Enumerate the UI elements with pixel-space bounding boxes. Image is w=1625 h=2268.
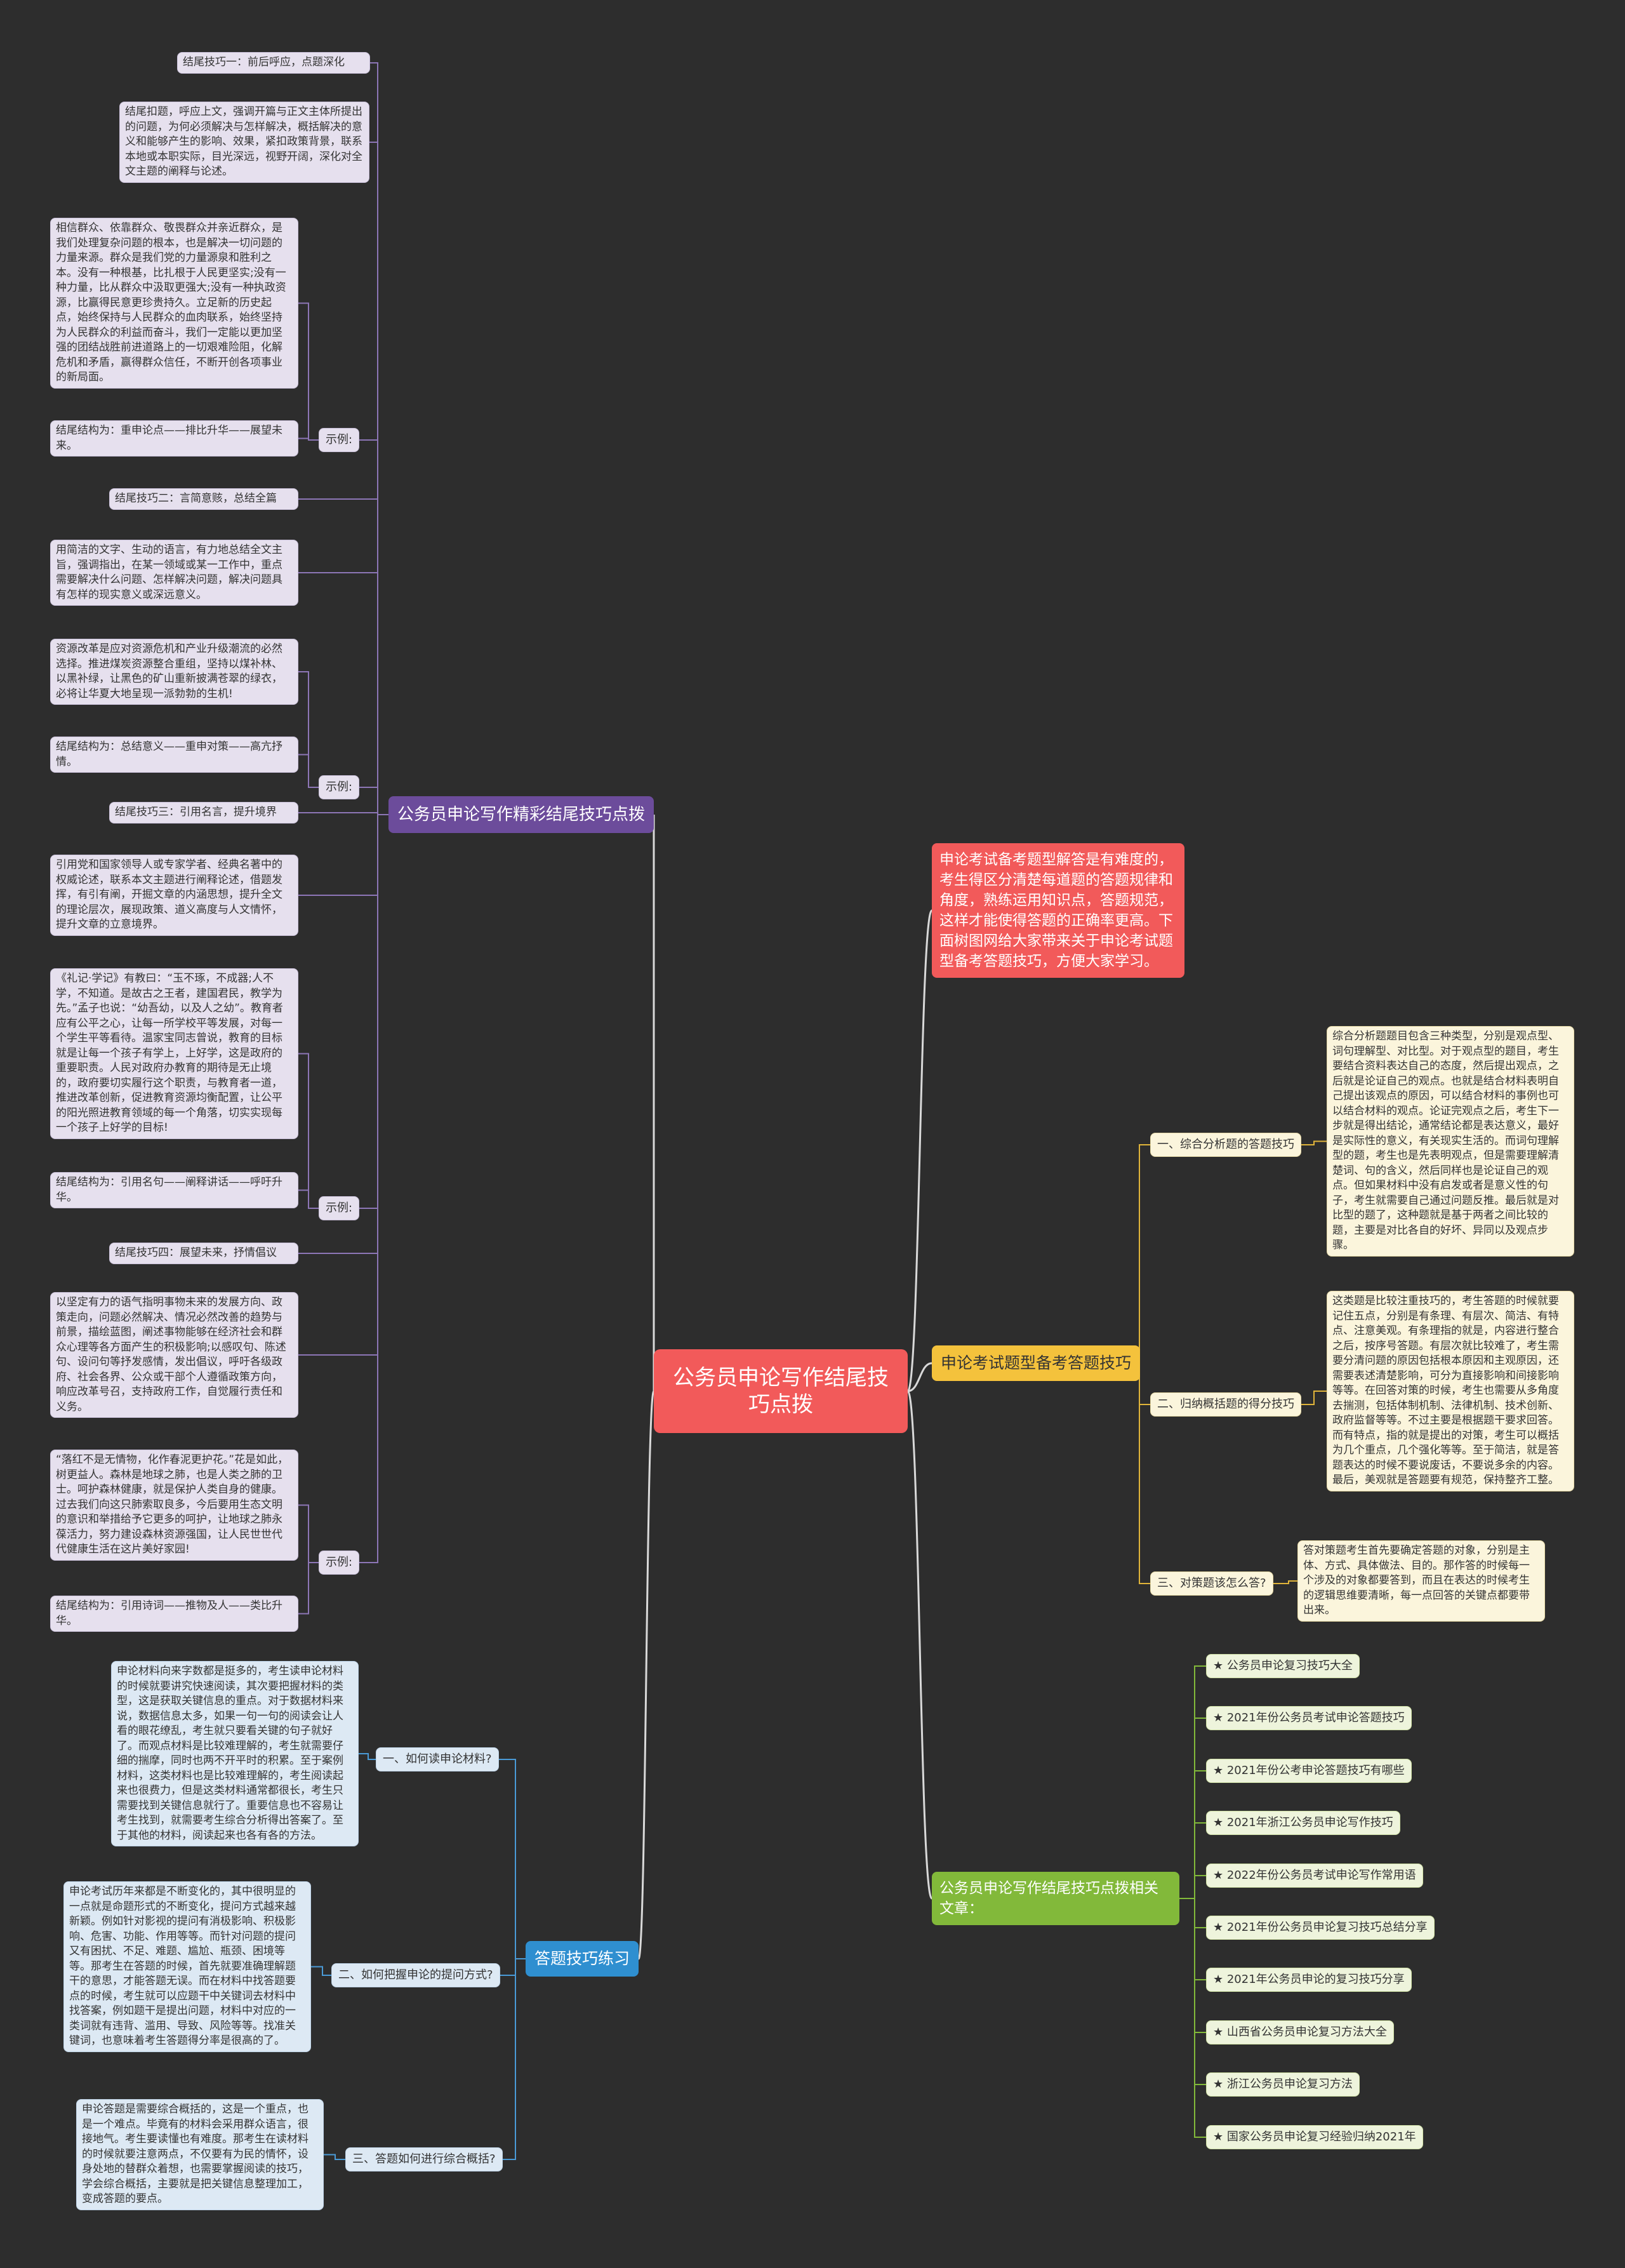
example2-structure[interactable]: 结尾结构为：总结意义——重申对策——高亢抒情。 bbox=[50, 737, 298, 773]
countermeasure-question-text[interactable]: 答对策题考生首先要确定答题的对象，分别是主体、方式、具体做法、目的。那作答的时候… bbox=[1297, 1540, 1545, 1622]
connector-31 bbox=[1179, 1665, 1206, 1899]
analysis-question-label[interactable]: 一、综合分析题的答题技巧 bbox=[1150, 1133, 1301, 1157]
connector-37 bbox=[1179, 1898, 1206, 1980]
related-article-1[interactable]: ★ 公务员申论复习技巧大全 bbox=[1206, 1654, 1360, 1678]
connector-46 bbox=[324, 2154, 345, 2160]
related-article-2[interactable]: ★ 2021年份公务员考试申论答题技巧 bbox=[1206, 1706, 1412, 1731]
connector-1 bbox=[907, 1362, 932, 1392]
example4-label[interactable]: 示例: bbox=[319, 1551, 360, 1575]
q3-label[interactable]: 三、答题如何进行综合概括? bbox=[345, 2147, 503, 2171]
related-article-8[interactable]: ★ 山西省公务员申论复习方法大全 bbox=[1206, 2020, 1394, 2045]
summary-question-text[interactable]: 这类题是比较注重技巧的，考生答题的时候就要记住五点，分别是有条理、有层次、简洁、… bbox=[1327, 1291, 1574, 1491]
connector-41 bbox=[499, 1759, 526, 1959]
related-article-7[interactable]: ★ 2021年公务员申论的复习技巧分享 bbox=[1206, 1968, 1412, 1992]
connector-0 bbox=[906, 909, 933, 1392]
connector-20 bbox=[298, 754, 319, 788]
connector-4 bbox=[637, 1390, 655, 1960]
connector-33 bbox=[1179, 1770, 1206, 1899]
q2-label[interactable]: 二、如何把握申论的提问方式? bbox=[331, 1963, 500, 1987]
example1-text[interactable]: 相信群众、依靠群众、敬畏群众并亲近群众，是我们处理复杂问题的根本，也是解决一切问… bbox=[50, 218, 298, 389]
example3-text[interactable]: 《礼记·学记》有教曰：“玉不琢，不成器;人不学，不知道。是故古之王者，建国君民，… bbox=[50, 968, 298, 1139]
connector-18 bbox=[298, 437, 319, 441]
countermeasure-question-label[interactable]: 三、对策题该怎么答? bbox=[1150, 1571, 1273, 1596]
branch-ending-techniques[interactable]: 公务员申论写作精彩结尾技巧点拨 bbox=[388, 796, 654, 833]
connector-16 bbox=[359, 814, 388, 1563]
branch-exam-answer-tips[interactable]: 申论考试题型备考答题技巧 bbox=[932, 1345, 1141, 1381]
related-article-6[interactable]: ★ 2021年份公务员申论复习技巧总结分享 bbox=[1206, 1916, 1435, 1940]
connector-12 bbox=[298, 814, 388, 896]
summary-question-label[interactable]: 二、归纳概括题的得分技巧 bbox=[1150, 1392, 1301, 1417]
tip2-desc[interactable]: 用简洁的文字、生动的语言，有力地总结全文主旨，强调指出，在某一领域或某一工作中，… bbox=[50, 540, 298, 606]
connector-35 bbox=[1179, 1875, 1206, 1899]
connector-17 bbox=[298, 302, 319, 441]
connector-2 bbox=[906, 1390, 933, 1900]
connector-25 bbox=[1139, 1144, 1150, 1364]
connector-22 bbox=[298, 1189, 319, 1209]
tip1-title[interactable]: 结尾技巧一：前后呼应，点题深化 bbox=[177, 52, 370, 74]
connector-5 bbox=[370, 62, 388, 815]
related-article-4[interactable]: ★ 2021年浙江公务员申论写作技巧 bbox=[1206, 1811, 1400, 1836]
example1-label[interactable]: 示例: bbox=[319, 428, 360, 452]
connector-38 bbox=[1179, 1898, 1206, 2033]
tip3-title[interactable]: 结尾技巧三：引用名言，提升境界 bbox=[109, 802, 298, 824]
connector-30 bbox=[1273, 1580, 1297, 1584]
q3-text[interactable]: 申论答题是需要综合概括的，这是一个重点，也是一个难点。毕竟有的材料会采用群众语言… bbox=[76, 2099, 324, 2210]
connector-10 bbox=[359, 787, 388, 815]
example2-text[interactable]: 资源改革是应对资源危机和产业升级潮流的必然选择。推进煤炭资源整合重组，坚持以煤补… bbox=[50, 639, 298, 705]
connector-23 bbox=[298, 1504, 319, 1563]
tip2-title[interactable]: 结尾技巧二：言简意赅，总结全篇 bbox=[109, 488, 298, 510]
connector-42 bbox=[500, 1958, 526, 1976]
connector-39 bbox=[1179, 1898, 1206, 2085]
connector-7 bbox=[359, 439, 388, 815]
q1-label[interactable]: 一、如何读申论材料? bbox=[376, 1747, 499, 1771]
related-article-3[interactable]: ★ 2021年份公考申论答题技巧有哪些 bbox=[1206, 1758, 1412, 1783]
connector-6 bbox=[369, 142, 388, 815]
root-topic[interactable]: 公务员申论写作结尾技巧点拨 bbox=[654, 1349, 908, 1433]
connector-29 bbox=[1301, 1391, 1327, 1405]
related-article-9[interactable]: ★ 浙江公务员申论复习方法 bbox=[1206, 2072, 1360, 2097]
connector-21 bbox=[298, 1053, 319, 1209]
example1-structure[interactable]: 结尾结构为：重申论点——排比升华——展望未来。 bbox=[50, 420, 298, 457]
tip4-title[interactable]: 结尾技巧四：展望未来，抒情倡议 bbox=[109, 1243, 298, 1264]
q1-text[interactable]: 申论材料向来字数都是挺多的，考生读申论材料的时候就要讲究快速阅读，其次要把握材料… bbox=[111, 1661, 359, 1846]
related-article-10[interactable]: ★ 国家公务员申论复习经验归纳2021年 bbox=[1206, 2125, 1423, 2149]
example4-text[interactable]: “落红不是无情物，化作春泥更护花。”花是如此，树更益人。森林是地球之肺，也是人类… bbox=[50, 1450, 298, 1561]
connector-8 bbox=[298, 498, 388, 815]
tip4-desc[interactable]: 以坚定有力的语气指明事物未来的发展方向、政策走向，问题必然解决、情况必然改善的趋… bbox=[50, 1292, 298, 1418]
connector-45 bbox=[311, 1966, 331, 1976]
example3-label[interactable]: 示例: bbox=[319, 1196, 360, 1220]
intro-summary[interactable]: 申论考试备考题型解答是有难度的，考生得区分清楚每道题的答题规律和角度，熟练运用知… bbox=[932, 843, 1184, 978]
example4-structure[interactable]: 结尾结构为：引用诗词——推物及人——类比升华。 bbox=[50, 1596, 298, 1632]
connector-13 bbox=[359, 814, 388, 1209]
connector-28 bbox=[1301, 1140, 1327, 1145]
branch-practice[interactable]: 答题技巧练习 bbox=[526, 1941, 639, 1977]
connector-14 bbox=[298, 814, 388, 1254]
connector-26 bbox=[1139, 1363, 1150, 1405]
connector-43 bbox=[503, 1958, 526, 2160]
connector-27 bbox=[1139, 1363, 1150, 1584]
q2-text[interactable]: 申论考试历年来都是不断变化的，其中很明显的一点就是命题形式的不断变化，提问方式越… bbox=[63, 1881, 311, 2052]
tip3-desc[interactable]: 引用党和国家领导人或专家学者、经典名著中的权威论述，联系本文主题进行阐释论述，借… bbox=[50, 855, 298, 936]
connector-34 bbox=[1179, 1822, 1206, 1899]
branch-related-articles[interactable]: 公务员申论写作结尾技巧点拨相关文章： bbox=[932, 1872, 1179, 1925]
related-article-5[interactable]: ★ 2022年份公务员考试申论写作常用语 bbox=[1206, 1863, 1423, 1888]
analysis-question-text[interactable]: 综合分析题题目包含三种类型，分别是观点型、词句理解型、对比型。对于观点型的题目，… bbox=[1327, 1026, 1574, 1257]
connector-11 bbox=[298, 812, 388, 815]
connector-32 bbox=[1179, 1718, 1206, 1899]
tip1-desc[interactable]: 结尾扣题，呼应上文，强调开篇与正文主体所提出的问题，为何必须解决与怎样解决，概括… bbox=[119, 102, 369, 183]
example3-structure[interactable]: 结尾结构为：引用名句——阐释讲话——呼吁升华。 bbox=[50, 1172, 298, 1208]
connector-24 bbox=[298, 1562, 319, 1615]
connector-44 bbox=[359, 1753, 376, 1760]
connector-36 bbox=[1179, 1898, 1206, 1928]
connector-40 bbox=[1179, 1898, 1206, 2138]
example2-label[interactable]: 示例: bbox=[319, 775, 360, 799]
